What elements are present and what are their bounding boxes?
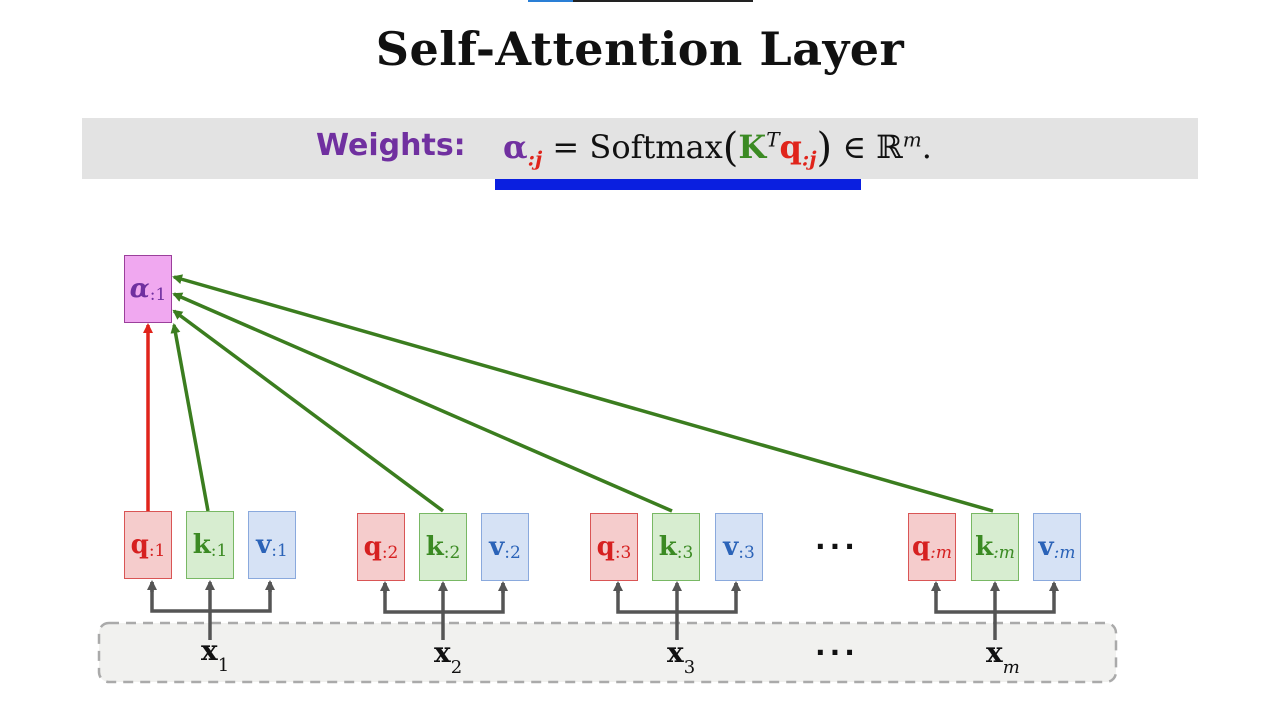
query-box-m: q:m — [908, 513, 956, 581]
key-box-m: k:m — [971, 513, 1019, 581]
formula-transpose: T — [766, 127, 780, 152]
input-region — [97, 621, 1118, 684]
ellipsis-boxes: ··· — [815, 530, 859, 563]
input-x3: x3 — [667, 636, 696, 678]
formula-banner — [82, 118, 1198, 179]
query-box-3: q:3 — [590, 513, 638, 581]
branch-2 — [380, 581, 508, 640]
slide-title: Self-Attention Layer — [375, 22, 905, 76]
key-arrow-2 — [172, 309, 445, 513]
value-box-1: v:1 — [248, 511, 296, 579]
input-x1: x1 — [201, 634, 230, 676]
query-box-1: q:1 — [124, 511, 172, 579]
formula-alpha: α:j — [503, 128, 543, 171]
formula-dim: m — [902, 127, 922, 152]
formula-reals: ℝ — [876, 128, 903, 166]
formula-K: K — [738, 128, 767, 166]
ellipsis-inputs: ··· — [815, 636, 859, 669]
key-box-1: k:1 — [186, 511, 234, 579]
weights-formula: α:j = Softmax(KTq:j) ∈ ℝm. — [503, 125, 932, 171]
value-box-m: v:m — [1033, 513, 1081, 581]
formula-highlight-bar — [495, 179, 861, 190]
branch-1 — [147, 580, 275, 640]
input-xm: xm — [986, 636, 1020, 678]
formula-in: ∈ — [842, 128, 866, 166]
top-rule — [528, 0, 753, 2]
key-arrow-3 — [172, 292, 673, 513]
value-box-3: v:3 — [715, 513, 763, 581]
key-arrow-m — [172, 274, 994, 513]
alpha-output-box: α:1 — [124, 255, 172, 323]
branch-3 — [613, 581, 741, 640]
key-arrow-1 — [170, 323, 210, 512]
key-box-2: k:2 — [419, 513, 467, 581]
value-box-2: v:2 — [481, 513, 529, 581]
query-box-2: q:2 — [357, 513, 405, 581]
branch-m — [931, 581, 1059, 640]
input-x2: x2 — [434, 636, 463, 678]
weights-label: Weights: — [316, 128, 466, 163]
key-box-3: k:3 — [652, 513, 700, 581]
formula-q: q:j — [779, 128, 817, 171]
top-rule-accent — [528, 0, 573, 2]
formula-equals: = — [552, 128, 580, 166]
formula-softmax: Softmax — [589, 128, 723, 166]
